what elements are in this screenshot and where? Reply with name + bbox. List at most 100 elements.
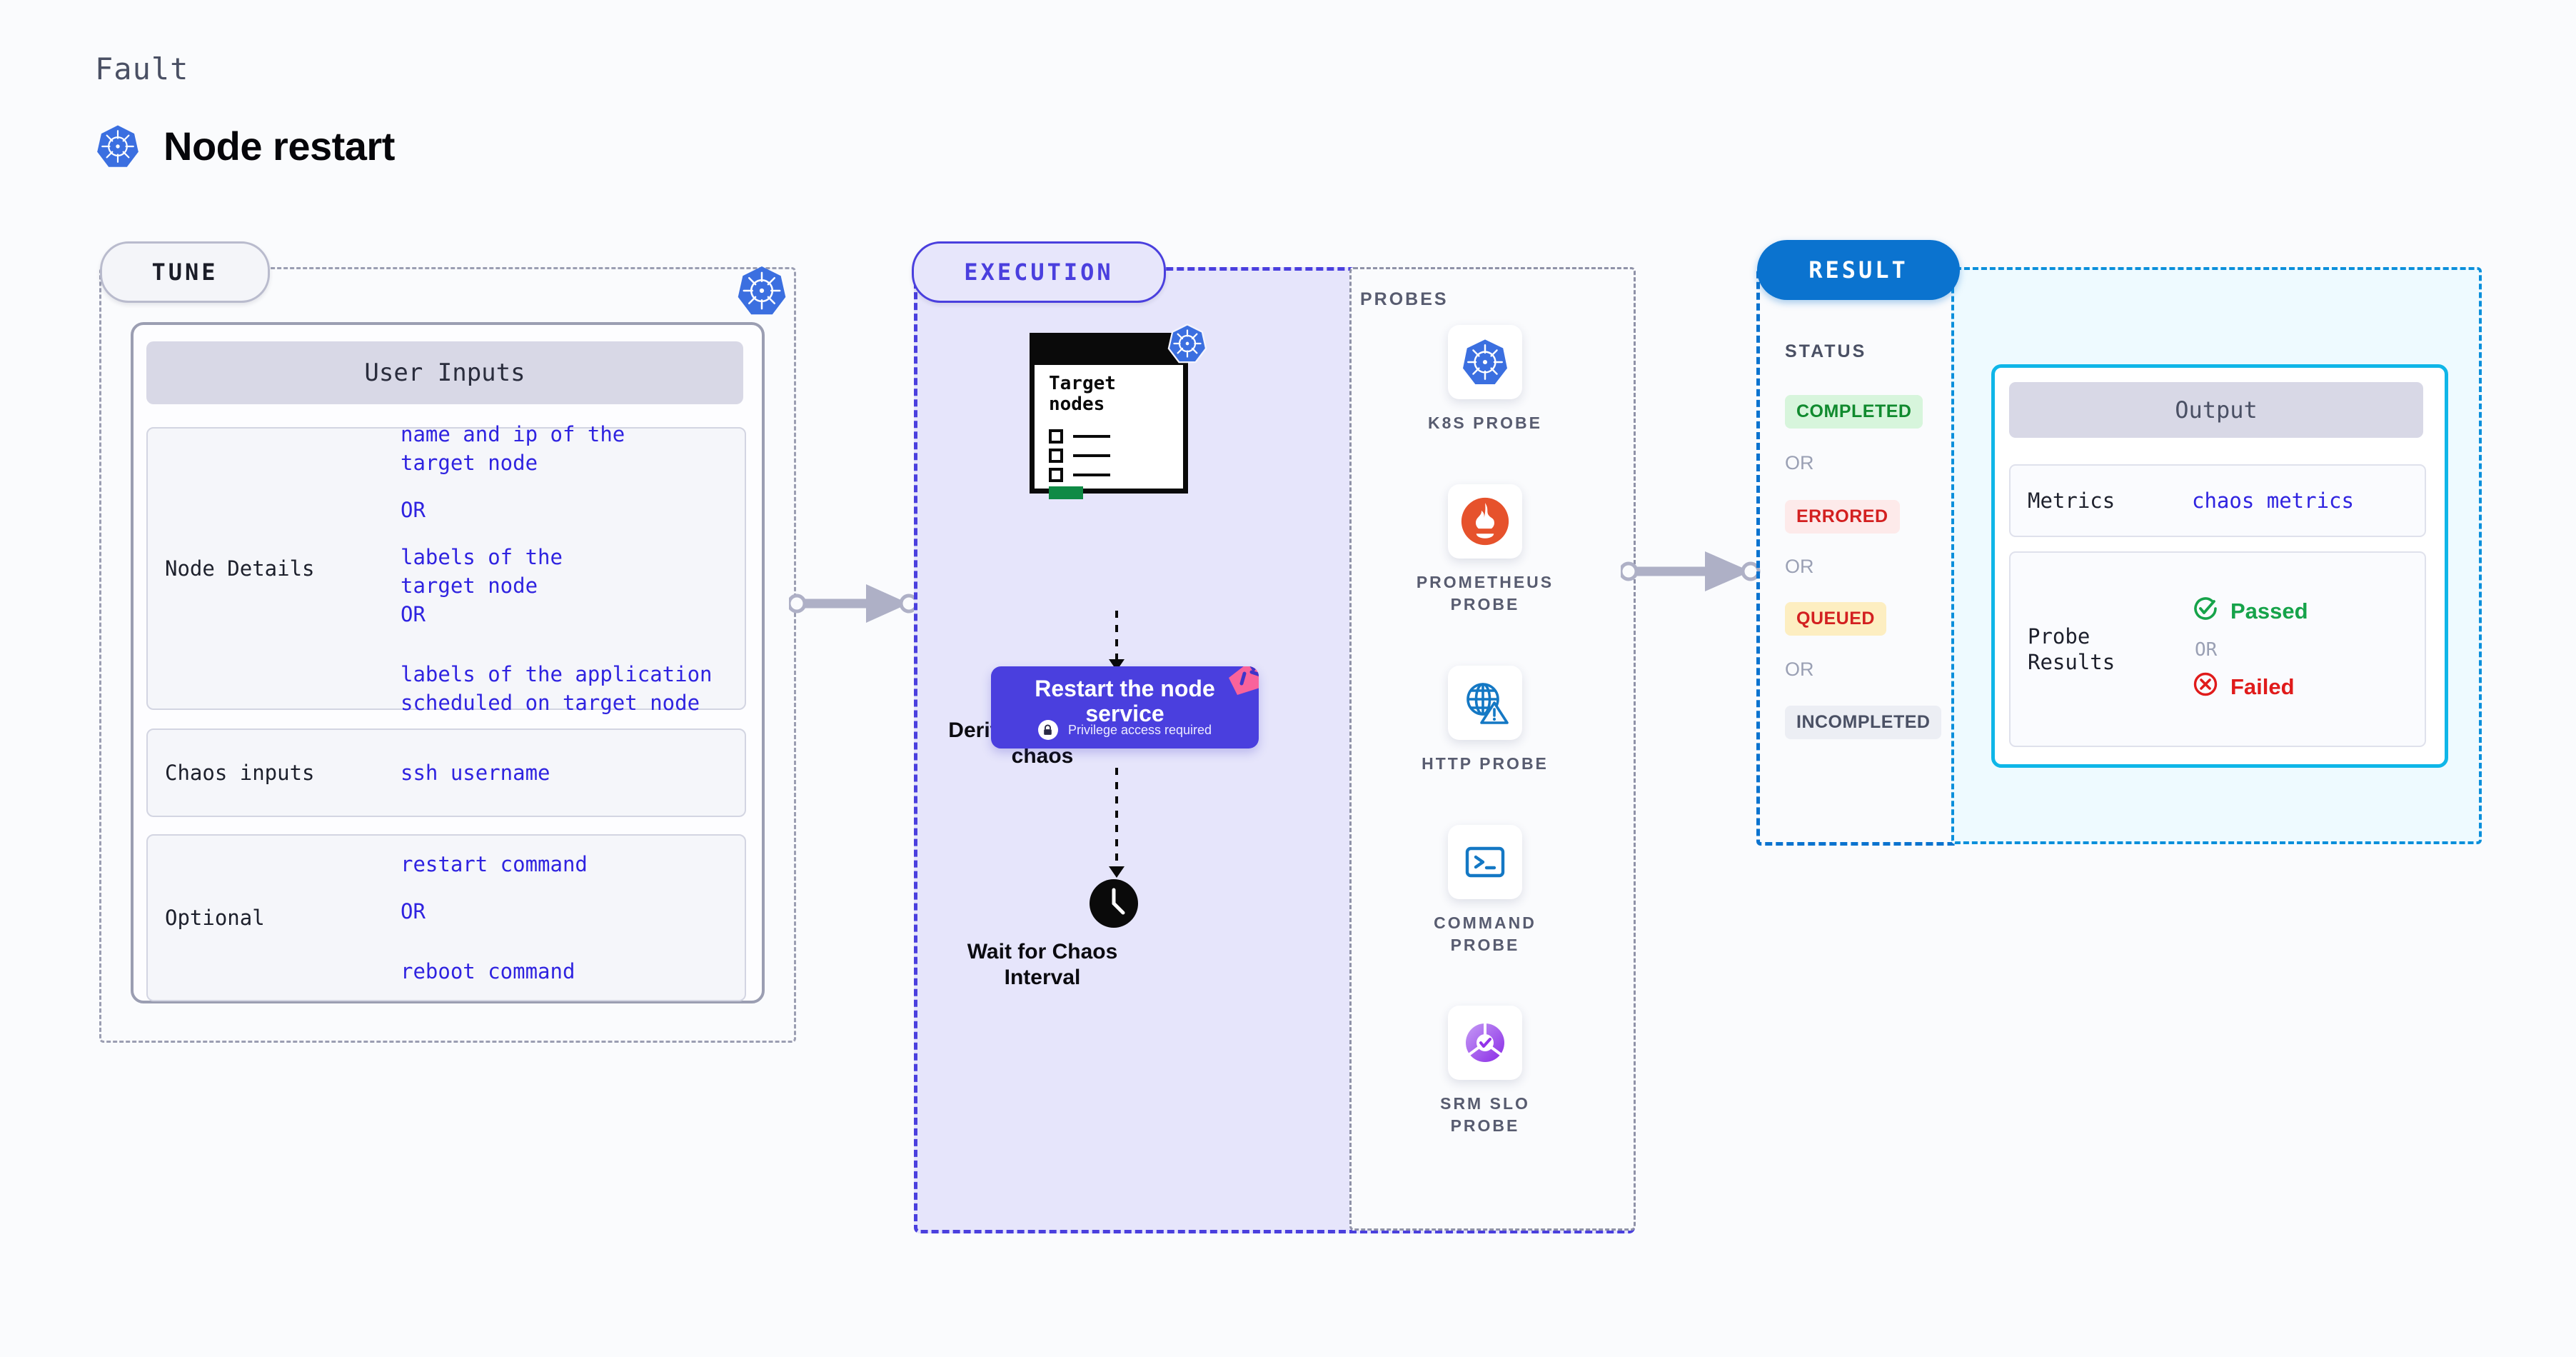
or-separator: OR bbox=[401, 497, 426, 522]
probe-label-line2: PROBE bbox=[1450, 936, 1520, 955]
status-or-3: OR bbox=[1785, 659, 1814, 680]
value-text: labels of the application bbox=[401, 662, 713, 687]
pink-ribbon-icon bbox=[1219, 666, 1259, 707]
value-text: target node bbox=[401, 450, 538, 475]
or-separator: OR bbox=[401, 602, 426, 627]
input-row-values: ssh username bbox=[401, 758, 550, 787]
kubernetes-logo-icon bbox=[1448, 325, 1522, 399]
probe-label-line1: COMMAND bbox=[1434, 913, 1536, 932]
target-card-kubernetes-badge-icon bbox=[1167, 323, 1208, 368]
value-text: scheduled on target node bbox=[401, 691, 700, 716]
tune-kubernetes-badge-icon bbox=[735, 264, 788, 321]
status-or-1: OR bbox=[1785, 452, 1814, 474]
fault-eyebrow-label: Fault bbox=[95, 51, 189, 86]
input-row-values: name and ip of the target node OR labels… bbox=[401, 420, 713, 717]
target-accent-bar bbox=[1049, 486, 1083, 499]
target-checkbox-row bbox=[1049, 449, 1110, 463]
input-row-label: Optional bbox=[165, 906, 265, 930]
flow-arrow-down-1 bbox=[1109, 611, 1125, 671]
probe-label: PROMETHEUS PROBE bbox=[1403, 571, 1567, 616]
probe-label-line1: SRM SLO bbox=[1440, 1094, 1530, 1113]
probe-results-line2: Results bbox=[2028, 650, 2115, 674]
probe-item-prometheus[interactable]: PROMETHEUS PROBE bbox=[1403, 484, 1567, 616]
wait-chaos-interval-caption: Wait for Chaos Interval bbox=[907, 939, 1178, 991]
output-row-label: Metrics bbox=[2028, 488, 2115, 513]
probe-results-line1: Probe bbox=[2028, 624, 2091, 649]
input-row-node-details: Node Details name and ip of the target n… bbox=[146, 422, 746, 715]
probe-label-line2: PROBE bbox=[1450, 595, 1520, 614]
value-text: restart command bbox=[401, 851, 588, 876]
tune-stage-pill: TUNE bbox=[100, 241, 270, 303]
kubernetes-logo-icon bbox=[95, 124, 141, 169]
flow-arrow-down-2 bbox=[1109, 768, 1125, 878]
probe-label-line2: PROBE bbox=[1450, 1116, 1520, 1136]
target-checkbox-row bbox=[1049, 429, 1110, 444]
probe-label: K8S PROBE bbox=[1403, 412, 1567, 434]
connector-execution-to-result bbox=[1621, 551, 1761, 591]
restart-title-line1: Restart the node bbox=[1035, 676, 1215, 701]
status-or-2: OR bbox=[1785, 556, 1814, 577]
checkbox-icon bbox=[1049, 468, 1063, 482]
value-text: labels of the bbox=[401, 544, 563, 569]
value-text: name and ip of the bbox=[401, 421, 625, 446]
clock-icon bbox=[1088, 878, 1139, 933]
probe-result-failed: Failed bbox=[2192, 671, 2308, 703]
restart-node-service-card[interactable]: Restart the node service Privilege acces… bbox=[991, 666, 1259, 748]
probe-item-k8s[interactable]: K8S PROBE bbox=[1403, 325, 1567, 434]
x-circle-icon bbox=[2192, 671, 2219, 703]
value-text: ssh username bbox=[401, 760, 550, 785]
page-title: Node restart bbox=[163, 124, 395, 169]
probe-label-line1: K8S PROBE bbox=[1428, 414, 1542, 432]
output-row-metrics: Metrics chaos metrics bbox=[2009, 464, 2426, 537]
probe-label: SRM SLO PROBE bbox=[1403, 1093, 1567, 1137]
placeholder-line bbox=[1073, 435, 1110, 438]
output-card-header: Output bbox=[2009, 382, 2423, 438]
failed-label: Failed bbox=[2230, 674, 2295, 699]
status-badge-errored: ERRORED bbox=[1785, 500, 1900, 534]
status-badge-completed: COMPLETED bbox=[1785, 395, 1923, 429]
input-row-chaos-inputs: Chaos inputs ssh username bbox=[146, 728, 746, 817]
input-row-optional: Optional restart command OR reboot comma… bbox=[146, 834, 746, 1001]
restart-card-title: Restart the node service bbox=[991, 676, 1259, 726]
wait-caption-line2: Interval bbox=[1004, 966, 1081, 989]
privilege-row: Privilege access required bbox=[991, 720, 1259, 740]
probe-label: COMMAND PROBE bbox=[1403, 912, 1567, 956]
terminal-icon bbox=[1448, 825, 1522, 899]
target-nodes-card: Target nodes bbox=[1030, 333, 1188, 499]
restart-title-line2: service bbox=[1085, 701, 1164, 727]
execution-stage-pill: EXECUTION bbox=[912, 241, 1166, 303]
value-text: reboot command bbox=[401, 959, 575, 983]
passed-label: Passed bbox=[2230, 599, 2308, 624]
target-title-line1: Target bbox=[1049, 373, 1116, 394]
probe-label-line1: PROMETHEUS bbox=[1416, 573, 1554, 591]
probe-item-http[interactable]: HTTP PROBE bbox=[1403, 666, 1567, 775]
input-row-values: restart command OR reboot command bbox=[401, 850, 588, 986]
connector-tune-to-execution bbox=[789, 584, 919, 623]
probes-section-title: PROBES bbox=[1360, 289, 1449, 309]
prometheus-logo-icon bbox=[1448, 484, 1522, 559]
target-title-line2: nodes bbox=[1049, 394, 1105, 416]
probe-item-command[interactable]: COMMAND PROBE bbox=[1403, 825, 1567, 956]
output-row-label: Probe Results bbox=[2011, 624, 2192, 676]
output-row-probe-results: Probe Results Passed OR Failed bbox=[2009, 551, 2426, 747]
status-badge-incompleted: INCOMPLETED bbox=[1785, 706, 1942, 739]
input-row-label: Chaos inputs bbox=[165, 761, 315, 785]
placeholder-line bbox=[1073, 474, 1110, 476]
result-stage-pill: RESULT bbox=[1757, 240, 1960, 300]
output-row-value: chaos metrics bbox=[2192, 489, 2354, 513]
status-badge-queued: QUEUED bbox=[1785, 602, 1886, 636]
status-section-title: STATUS bbox=[1785, 341, 1867, 361]
probe-result-or: OR bbox=[2195, 639, 2218, 661]
globe-warning-icon bbox=[1448, 666, 1522, 740]
probe-label: HTTP PROBE bbox=[1403, 753, 1567, 775]
probe-item-srm-slo[interactable]: SRM SLO PROBE bbox=[1403, 1006, 1567, 1137]
target-checkbox-row bbox=[1049, 468, 1110, 482]
target-card-title: Target nodes bbox=[1049, 373, 1116, 416]
placeholder-line bbox=[1073, 454, 1110, 457]
fault-title-row: Node restart bbox=[95, 123, 395, 169]
lock-icon bbox=[1037, 720, 1058, 740]
or-separator: OR bbox=[401, 898, 426, 923]
probe-results-values: Passed OR Failed bbox=[2192, 595, 2308, 703]
tune-stage-area bbox=[99, 267, 796, 1043]
target-card-titlebar bbox=[1035, 338, 1183, 365]
